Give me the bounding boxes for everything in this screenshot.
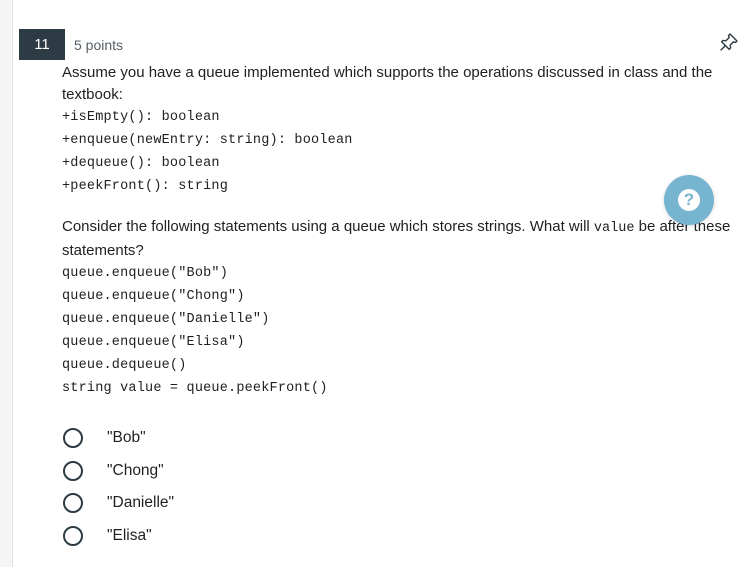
- statement-line: queue.dequeue(): [62, 358, 187, 373]
- help-button[interactable]: ?: [664, 175, 714, 225]
- question-intro: Assume you have a queue implemented whic…: [62, 64, 713, 103]
- operation-line: +isEmpty(): boolean: [62, 110, 220, 125]
- operation-line: +dequeue(): boolean: [62, 156, 220, 171]
- answer-label: "Danielle": [107, 494, 175, 512]
- question-prompt: Consider the following statements using …: [62, 216, 732, 262]
- pin-icon[interactable]: [719, 32, 739, 52]
- prompt-text-after: be after these statements?: [62, 218, 731, 259]
- question-points: 5 points: [74, 37, 124, 53]
- statement-line: queue.enqueue("Chong"): [62, 289, 245, 304]
- answer-option[interactable]: "Danielle": [62, 487, 174, 520]
- prompt-text-before: Consider the following statements using …: [62, 218, 594, 235]
- radio-button[interactable]: [63, 428, 83, 449]
- statement-line: queue.enqueue("Danielle"): [62, 312, 270, 327]
- help-icon: ?: [678, 189, 700, 211]
- answer-options: "Bob" "Chong" "Danielle" "Elisa": [62, 422, 174, 552]
- question-card: 11 5 points Assume you have a queue impl…: [12, 0, 748, 567]
- question-body: Assume you have a queue implemented whic…: [62, 62, 732, 400]
- operation-line: +enqueue(newEntry: string): boolean: [62, 133, 353, 148]
- statement-line: queue.enqueue("Bob"): [62, 266, 229, 281]
- radio-button[interactable]: [63, 525, 83, 546]
- radio-button[interactable]: [63, 493, 83, 514]
- statements-list: queue.enqueue("Bob") queue.enqueue("Chon…: [62, 262, 732, 400]
- answer-option[interactable]: "Bob": [62, 422, 174, 455]
- answer-label: "Bob": [107, 429, 146, 447]
- prompt-code: value: [593, 221, 635, 236]
- answer-label: "Chong": [107, 461, 164, 479]
- radio-button[interactable]: [63, 460, 83, 481]
- operations-list: +isEmpty(): boolean +enqueue(newEntry: s…: [62, 106, 732, 198]
- answer-label: "Elisa": [107, 526, 152, 544]
- statement-line: queue.enqueue("Elisa"): [62, 335, 245, 350]
- answer-option[interactable]: "Chong": [62, 455, 174, 488]
- answer-option[interactable]: "Elisa": [62, 520, 174, 553]
- question-number: 11: [19, 29, 65, 60]
- operation-line: +peekFront(): string: [62, 179, 229, 194]
- statement-line: string value = queue.peekFront(): [62, 381, 328, 396]
